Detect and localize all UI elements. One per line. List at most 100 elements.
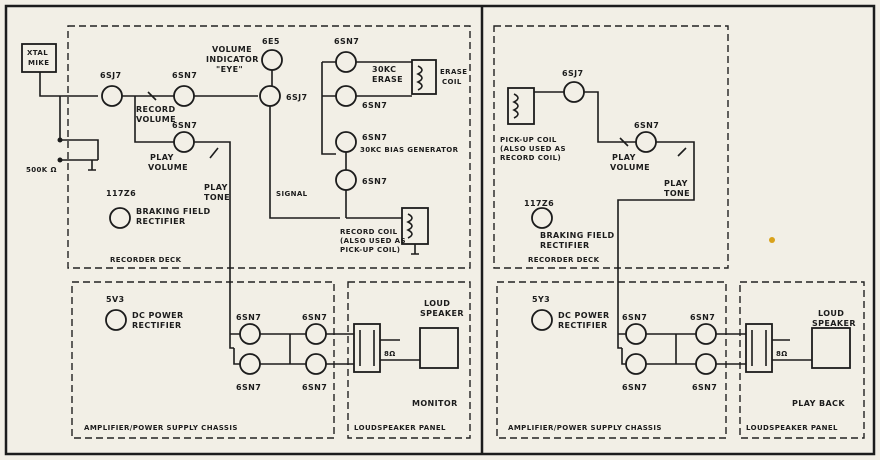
play-volume-right-label-1: PLAY (612, 153, 636, 162)
right-controls (619, 137, 687, 157)
braking-right-label-2: RECTIFIER (540, 241, 590, 250)
pickup-coil-box (507, 87, 535, 125)
tube-erase-osc-b (335, 85, 357, 107)
right-deck-wiring (534, 91, 636, 143)
record-coil-label-3: PICK-UP COIL) (340, 246, 400, 254)
xtal-mike-box (21, 43, 57, 73)
recorder-deck-left-box (67, 25, 471, 269)
tube-6sj7-right (563, 81, 585, 103)
pickup-coil-label-2: (ALSO USED AS (500, 145, 566, 153)
record-volume-label-1: RECORD (136, 105, 176, 114)
play-tone-right-label-2: TONE (664, 189, 690, 198)
speaker-left-label-2: SPEAKER (420, 309, 464, 318)
amp-right-tube-b (695, 323, 717, 345)
input-terminal-2 (57, 137, 63, 143)
play-volume-label-2: VOLUME (148, 163, 188, 172)
speaker-left-label-1: LOUD (424, 299, 450, 308)
output-transformer-right (745, 323, 773, 373)
dc-power-right-label-1: DC POWER (558, 311, 610, 320)
speaker-right-label-2: SPEAKER (812, 319, 856, 328)
play-volume-right-label-2: VOLUME (610, 163, 650, 172)
amp-right-tube-b-label: 6SN7 (690, 313, 715, 322)
speaker-right-label-1: LOUD (818, 309, 844, 318)
res-500k-label: 500K Ω (26, 166, 57, 174)
amp-left-tube-d-label: 6SN7 (302, 383, 327, 392)
erase-30kc-label-1: 30KC (372, 65, 396, 74)
tube-5v3-left-label: 5V3 (106, 295, 125, 304)
amp-chassis-right-box (496, 281, 727, 439)
pickup-coil-label-1: PICK-UP COIL (500, 136, 557, 144)
input-terminal (57, 157, 63, 163)
wire-play-to-amp (194, 141, 231, 320)
transformer-right-wiring (751, 330, 812, 366)
dc-power-right-label-2: RECTIFIER (558, 321, 608, 330)
volume-indicator-label-3: "EYE" (216, 65, 243, 74)
mike-wire (39, 72, 98, 97)
recorder-deck-right-title: RECORDER DECK (528, 256, 600, 264)
play-tone-label-2: TONE (204, 193, 230, 202)
tube-6sj7-recorder-label: 6SJ7 (286, 93, 307, 102)
ohm8-right-label: 8Ω (776, 350, 788, 358)
erase-coil-winding (416, 65, 423, 91)
amp-left-tube-b (305, 323, 327, 345)
tube-6e5-label: 6E5 (262, 37, 280, 46)
play-tone-control (209, 147, 219, 159)
ground-symbol (88, 160, 96, 171)
tube-117z6-left-label: 117Z6 (106, 189, 136, 198)
amp-left-tube-a (239, 323, 261, 345)
amp-right-tube-c (625, 353, 647, 375)
tube-6sn7-play (173, 131, 195, 153)
record-coil-label-1: RECORD COIL (340, 228, 398, 236)
braking-right-label-1: BRAKING FIELD (540, 231, 615, 240)
tube-6sn7-right-label: 6SN7 (634, 121, 659, 130)
play-back-label: PLAY BACK (792, 399, 845, 408)
tube-6sn7-play-label: 6SN7 (172, 121, 197, 130)
tube-erase-osc-b-label: 6SN7 (362, 101, 387, 110)
erase-30kc-label-2: ERASE (372, 75, 403, 84)
tube-6e5-eye (261, 49, 283, 71)
speaker-panel-left-title: LOUDSPEAKER PANEL (354, 424, 446, 432)
amp-chassis-left-title: AMPLIFIER/POWER SUPPLY CHASSIS (84, 424, 238, 432)
amp-right-tube-d (695, 353, 717, 375)
record-coil-winding (406, 213, 413, 239)
tube-record-amp (335, 169, 357, 191)
erase-coil-label-1: ERASE (440, 68, 467, 76)
amp-right-tube-a-label: 6SN7 (622, 313, 647, 322)
amp-left-tube-a-label: 6SN7 (236, 313, 261, 322)
amp-right-tube-c-label: 6SN7 (622, 383, 647, 392)
tube-bias-gen-label: 6SN7 (362, 133, 387, 142)
tube-5y3-right-label: 5Y3 (532, 295, 550, 304)
recorder-deck-left-title: RECORDER DECK (110, 256, 182, 264)
pickup-coil-winding (512, 93, 519, 119)
dc-power-left-label-1: DC POWER (132, 311, 184, 320)
amp-chassis-right-title: AMPLIFIER/POWER SUPPLY CHASSIS (508, 424, 662, 432)
tube-6sn7-right (635, 131, 657, 153)
monitor-label: MONITOR (412, 399, 458, 408)
record-coil-wiring (346, 217, 419, 255)
tube-record-amp-label: 6SN7 (362, 177, 387, 186)
wire-to-play-volume (134, 96, 174, 143)
tube-117z6-left (109, 207, 131, 229)
outer-frame (4, 4, 876, 456)
amp-left-wiring (229, 320, 354, 365)
transformer-left-wiring (359, 330, 420, 366)
speaker-panel-right-box (739, 281, 865, 439)
output-transformer-left (353, 323, 381, 373)
pickup-coil-label-3: RECORD COIL) (500, 154, 561, 162)
amp-left-tube-d (305, 353, 327, 375)
erase-coil-label-2: COIL (442, 78, 462, 86)
volume-indicator-label-2: INDICATOR (206, 55, 259, 64)
amp-left-tube-c (239, 353, 261, 375)
speaker-panel-right-title: LOUDSPEAKER PANEL (746, 424, 838, 432)
tube-5v3-left (105, 309, 127, 331)
tube-6sn7-record (173, 85, 195, 107)
play-volume-label-1: PLAY (150, 153, 174, 162)
tube-6sj7-input-label: 6SJ7 (100, 71, 121, 80)
signal-wire (269, 106, 340, 219)
amp-left-tube-c-label: 6SN7 (236, 383, 261, 392)
tube-117z6-right (531, 207, 553, 229)
volume-indicator-label-1: VOLUME (212, 45, 252, 54)
tube-117z6-right-label: 117Z6 (524, 199, 554, 208)
